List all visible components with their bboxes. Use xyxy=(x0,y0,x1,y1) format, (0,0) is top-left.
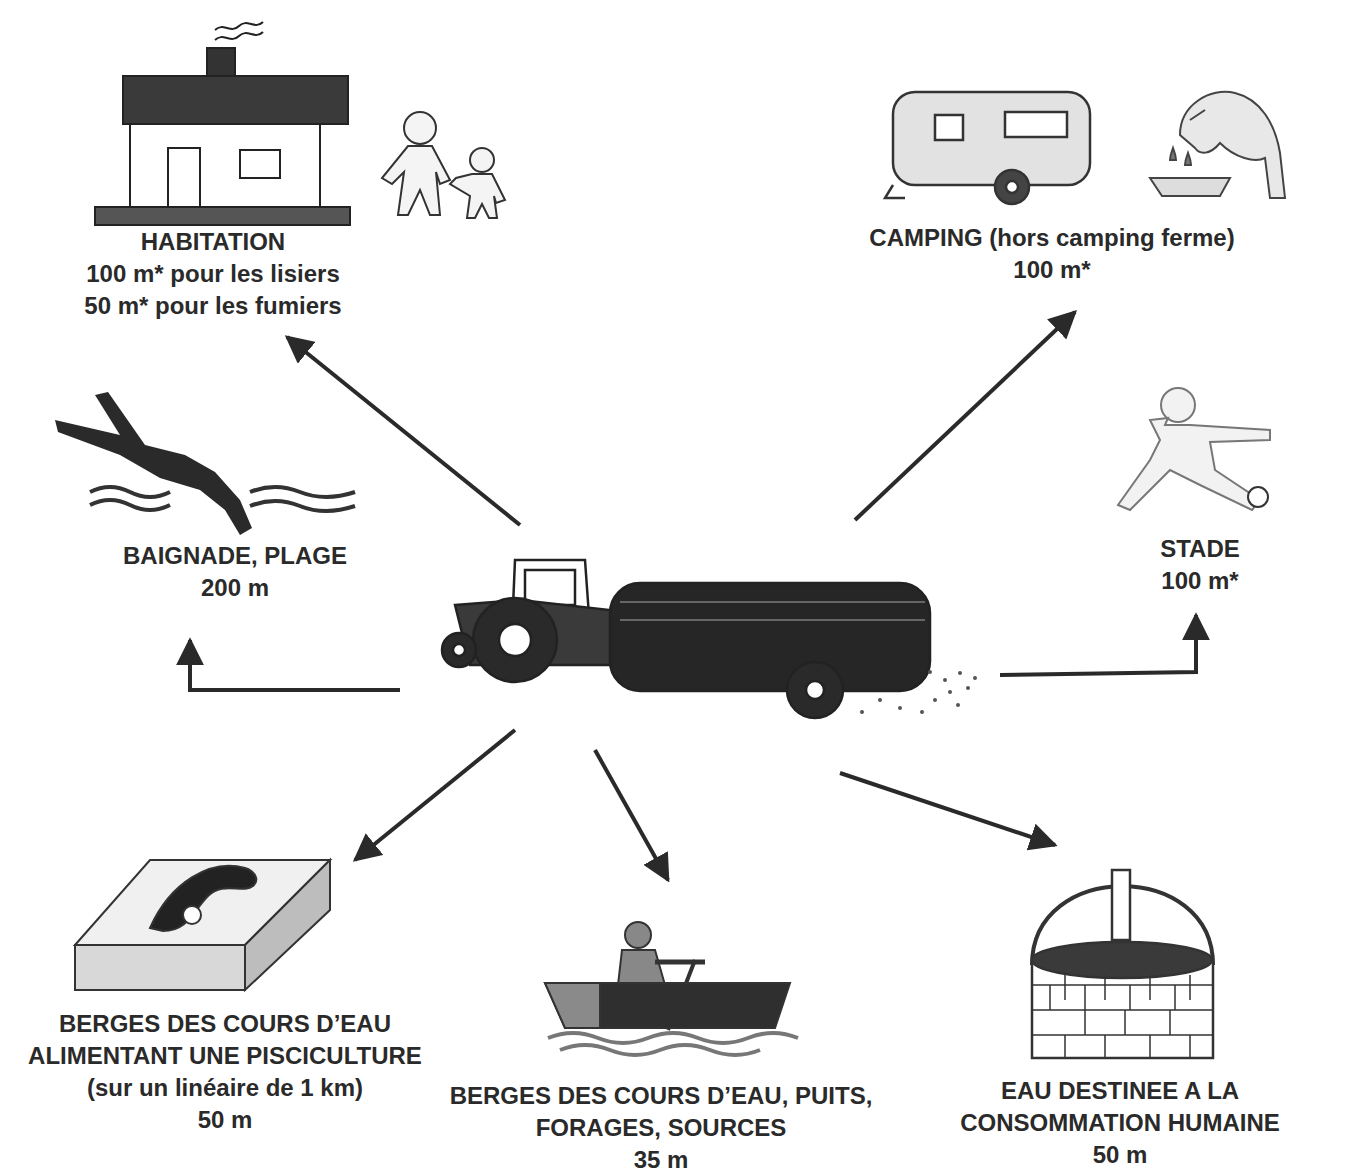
caravan-icon xyxy=(885,92,1090,204)
label-distance: (sur un linéaire de 1 km) xyxy=(5,1072,445,1104)
label-distance: 50 m xyxy=(5,1104,445,1136)
label-distance: 100 m* pour les lisiers xyxy=(23,258,403,290)
house-icon xyxy=(95,22,350,225)
label-heading: BERGES DES COURS D’EAU, PUITS, FORAGES, … xyxy=(426,1080,896,1144)
distance-label: EAU DESTINEE A LA CONSOMMATION HUMAINE50… xyxy=(910,1075,1330,1171)
label-heading: STADE xyxy=(1090,533,1310,565)
label-heading: BAIGNADE, PLAGE xyxy=(70,540,400,572)
people-icon xyxy=(382,112,505,218)
label-distance: 50 m* pour les fumiers xyxy=(23,290,403,322)
label-heading: HABITATION xyxy=(23,226,403,258)
distance-label: CAMPING (hors camping ferme)100 m* xyxy=(782,222,1322,286)
label-heading: BERGES DES COURS D’EAU ALIMENTANT UNE PI… xyxy=(5,1008,445,1072)
label-distance: 50 m xyxy=(910,1139,1330,1171)
label-distance: 100 m* xyxy=(782,254,1322,286)
label-heading: EAU DESTINEE A LA CONSOMMATION HUMAINE xyxy=(910,1075,1330,1139)
distance-label: BERGES DES COURS D’EAU, PUITS, FORAGES, … xyxy=(426,1080,896,1174)
distance-label: BAIGNADE, PLAGE200 m xyxy=(70,540,400,604)
footballer-icon xyxy=(1118,388,1270,510)
swimmer-icon xyxy=(55,392,355,535)
distance-arrows xyxy=(190,312,1196,880)
well-icon xyxy=(1032,870,1213,1058)
label-heading: CAMPING (hors camping ferme) xyxy=(782,222,1322,254)
label-distance: 35 m xyxy=(426,1144,896,1174)
fish-pond-icon xyxy=(75,860,330,990)
rowboat-icon xyxy=(545,922,798,1055)
distance-label: HABITATION100 m* pour les lisiers50 m* p… xyxy=(23,226,403,322)
label-distance: 200 m xyxy=(70,572,400,604)
label-distance: 100 m* xyxy=(1090,565,1310,597)
distance-label: STADE100 m* xyxy=(1090,533,1310,597)
spray-dots xyxy=(860,670,977,714)
distance-label: BERGES DES COURS D’EAU ALIMENTANT UNE PI… xyxy=(5,1008,445,1136)
washing-person-icon xyxy=(1150,92,1285,198)
tractor-icon xyxy=(442,560,930,718)
